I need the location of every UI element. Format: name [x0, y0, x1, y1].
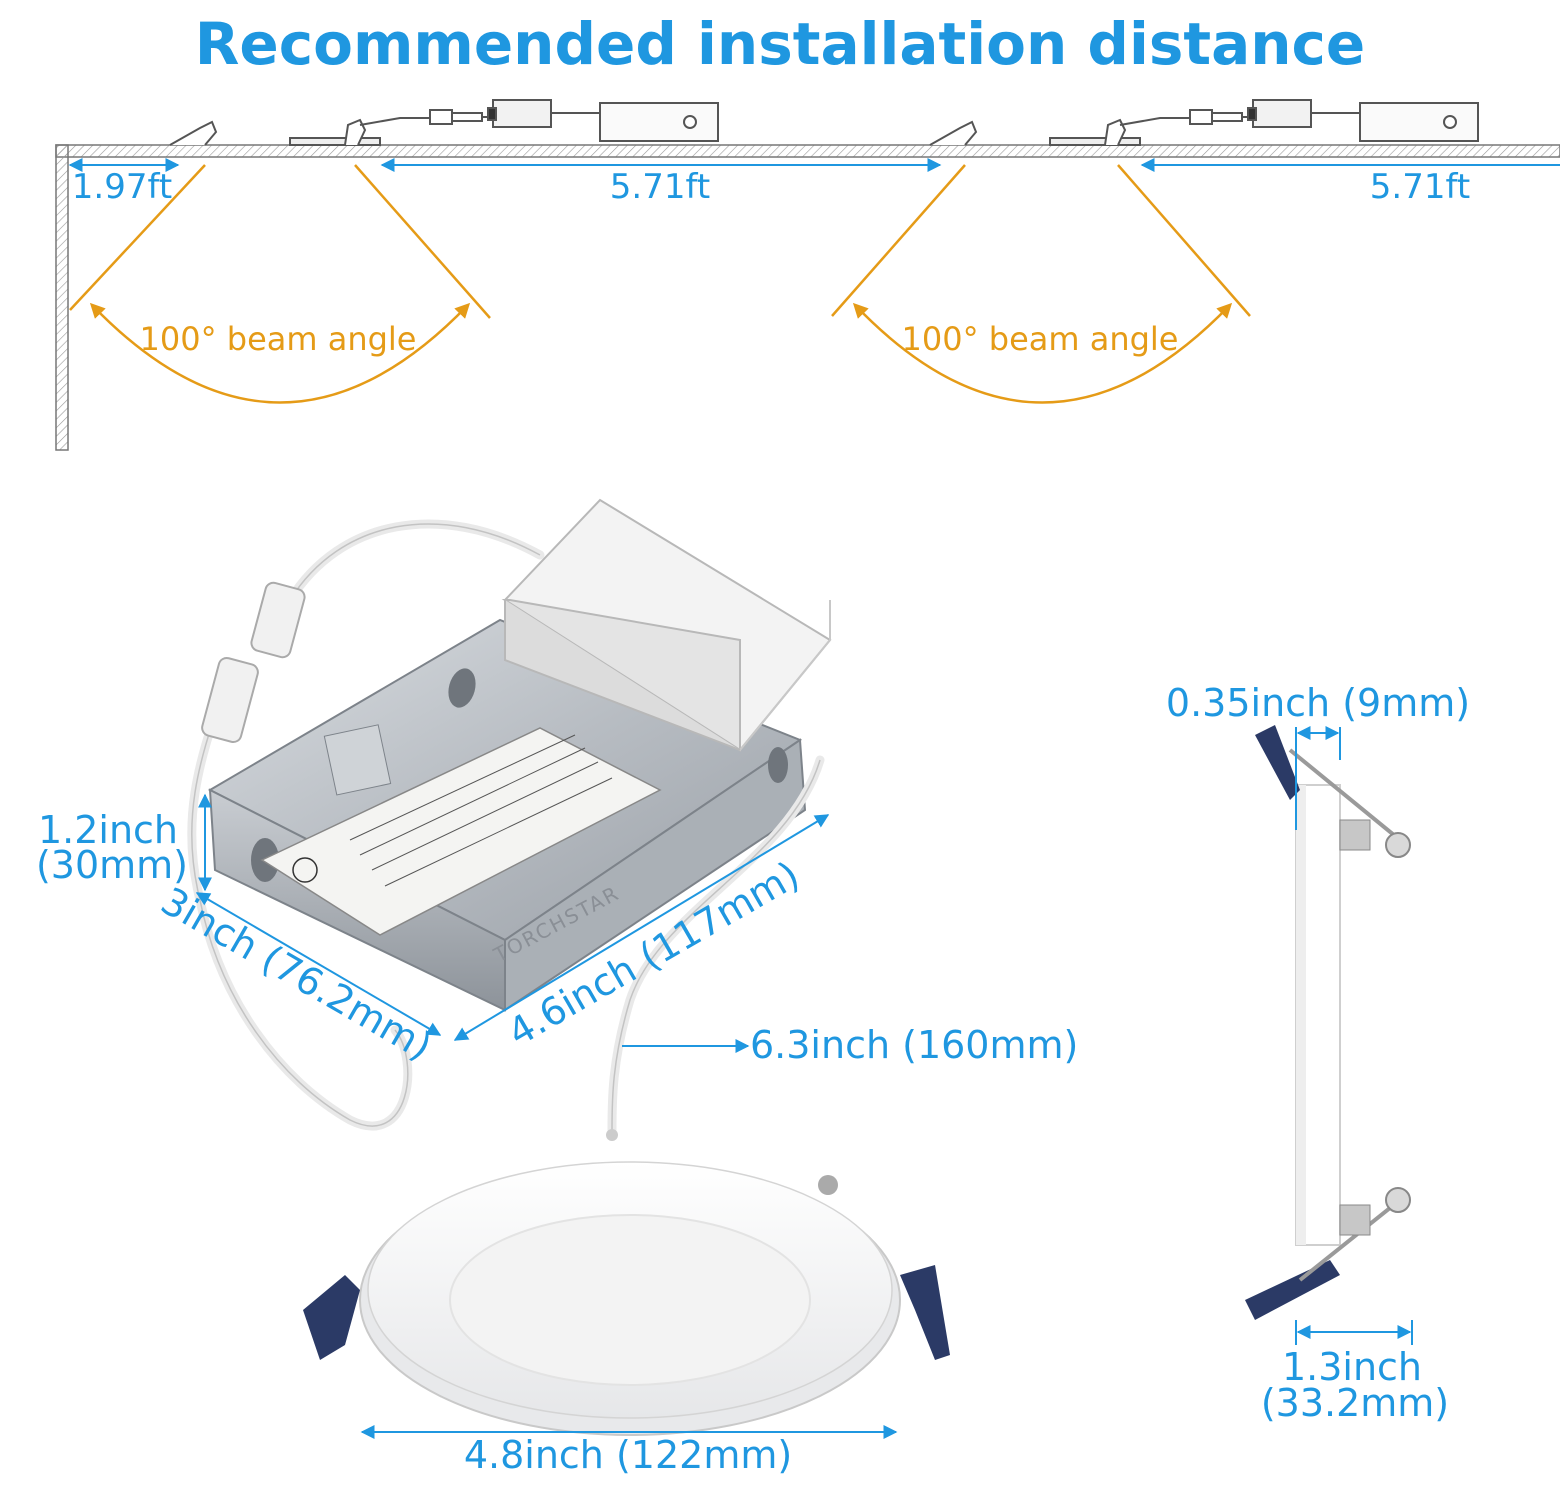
- ceiling-light-unit-1: [169, 99, 719, 146]
- spacing-label-2: 5.71ft: [1370, 167, 1470, 207]
- box-height-mm-label: (30mm): [36, 843, 188, 887]
- product-dimension-lines: [195, 793, 898, 1439]
- clip-depth-label: 1.3inch: [1282, 1345, 1422, 1389]
- panel-thickness-label: 0.35inch (9mm): [1166, 681, 1470, 725]
- ceiling: [55, 144, 1560, 451]
- cable-connector: [201, 581, 306, 744]
- side-profile-dimension-lines: [1295, 726, 1413, 1345]
- beam-angle-label-2: 100° beam angle: [902, 320, 1179, 358]
- beam-angle-1: [69, 164, 491, 404]
- led-panel: [303, 1129, 950, 1436]
- panel-diameter-label: 4.8inch (122mm): [464, 1433, 792, 1477]
- driver-box: [501, 498, 832, 752]
- ceiling-light-unit-2: [929, 99, 1479, 146]
- cable-length-label: 6.3inch (160mm): [750, 1023, 1078, 1067]
- wall-gap-label: 1.97ft: [72, 167, 172, 207]
- side-profile: [1245, 725, 1411, 1320]
- spacing-label-1: 5.71ft: [610, 167, 710, 207]
- beam-angle-2: [831, 164, 1251, 404]
- beam-angle-label-1: 100° beam angle: [140, 320, 417, 358]
- clip-depth-mm-label: (33.2mm): [1261, 1381, 1449, 1425]
- page-title: Recommended installation distance: [195, 10, 1365, 78]
- box-height-label: 1.2inch: [38, 808, 178, 852]
